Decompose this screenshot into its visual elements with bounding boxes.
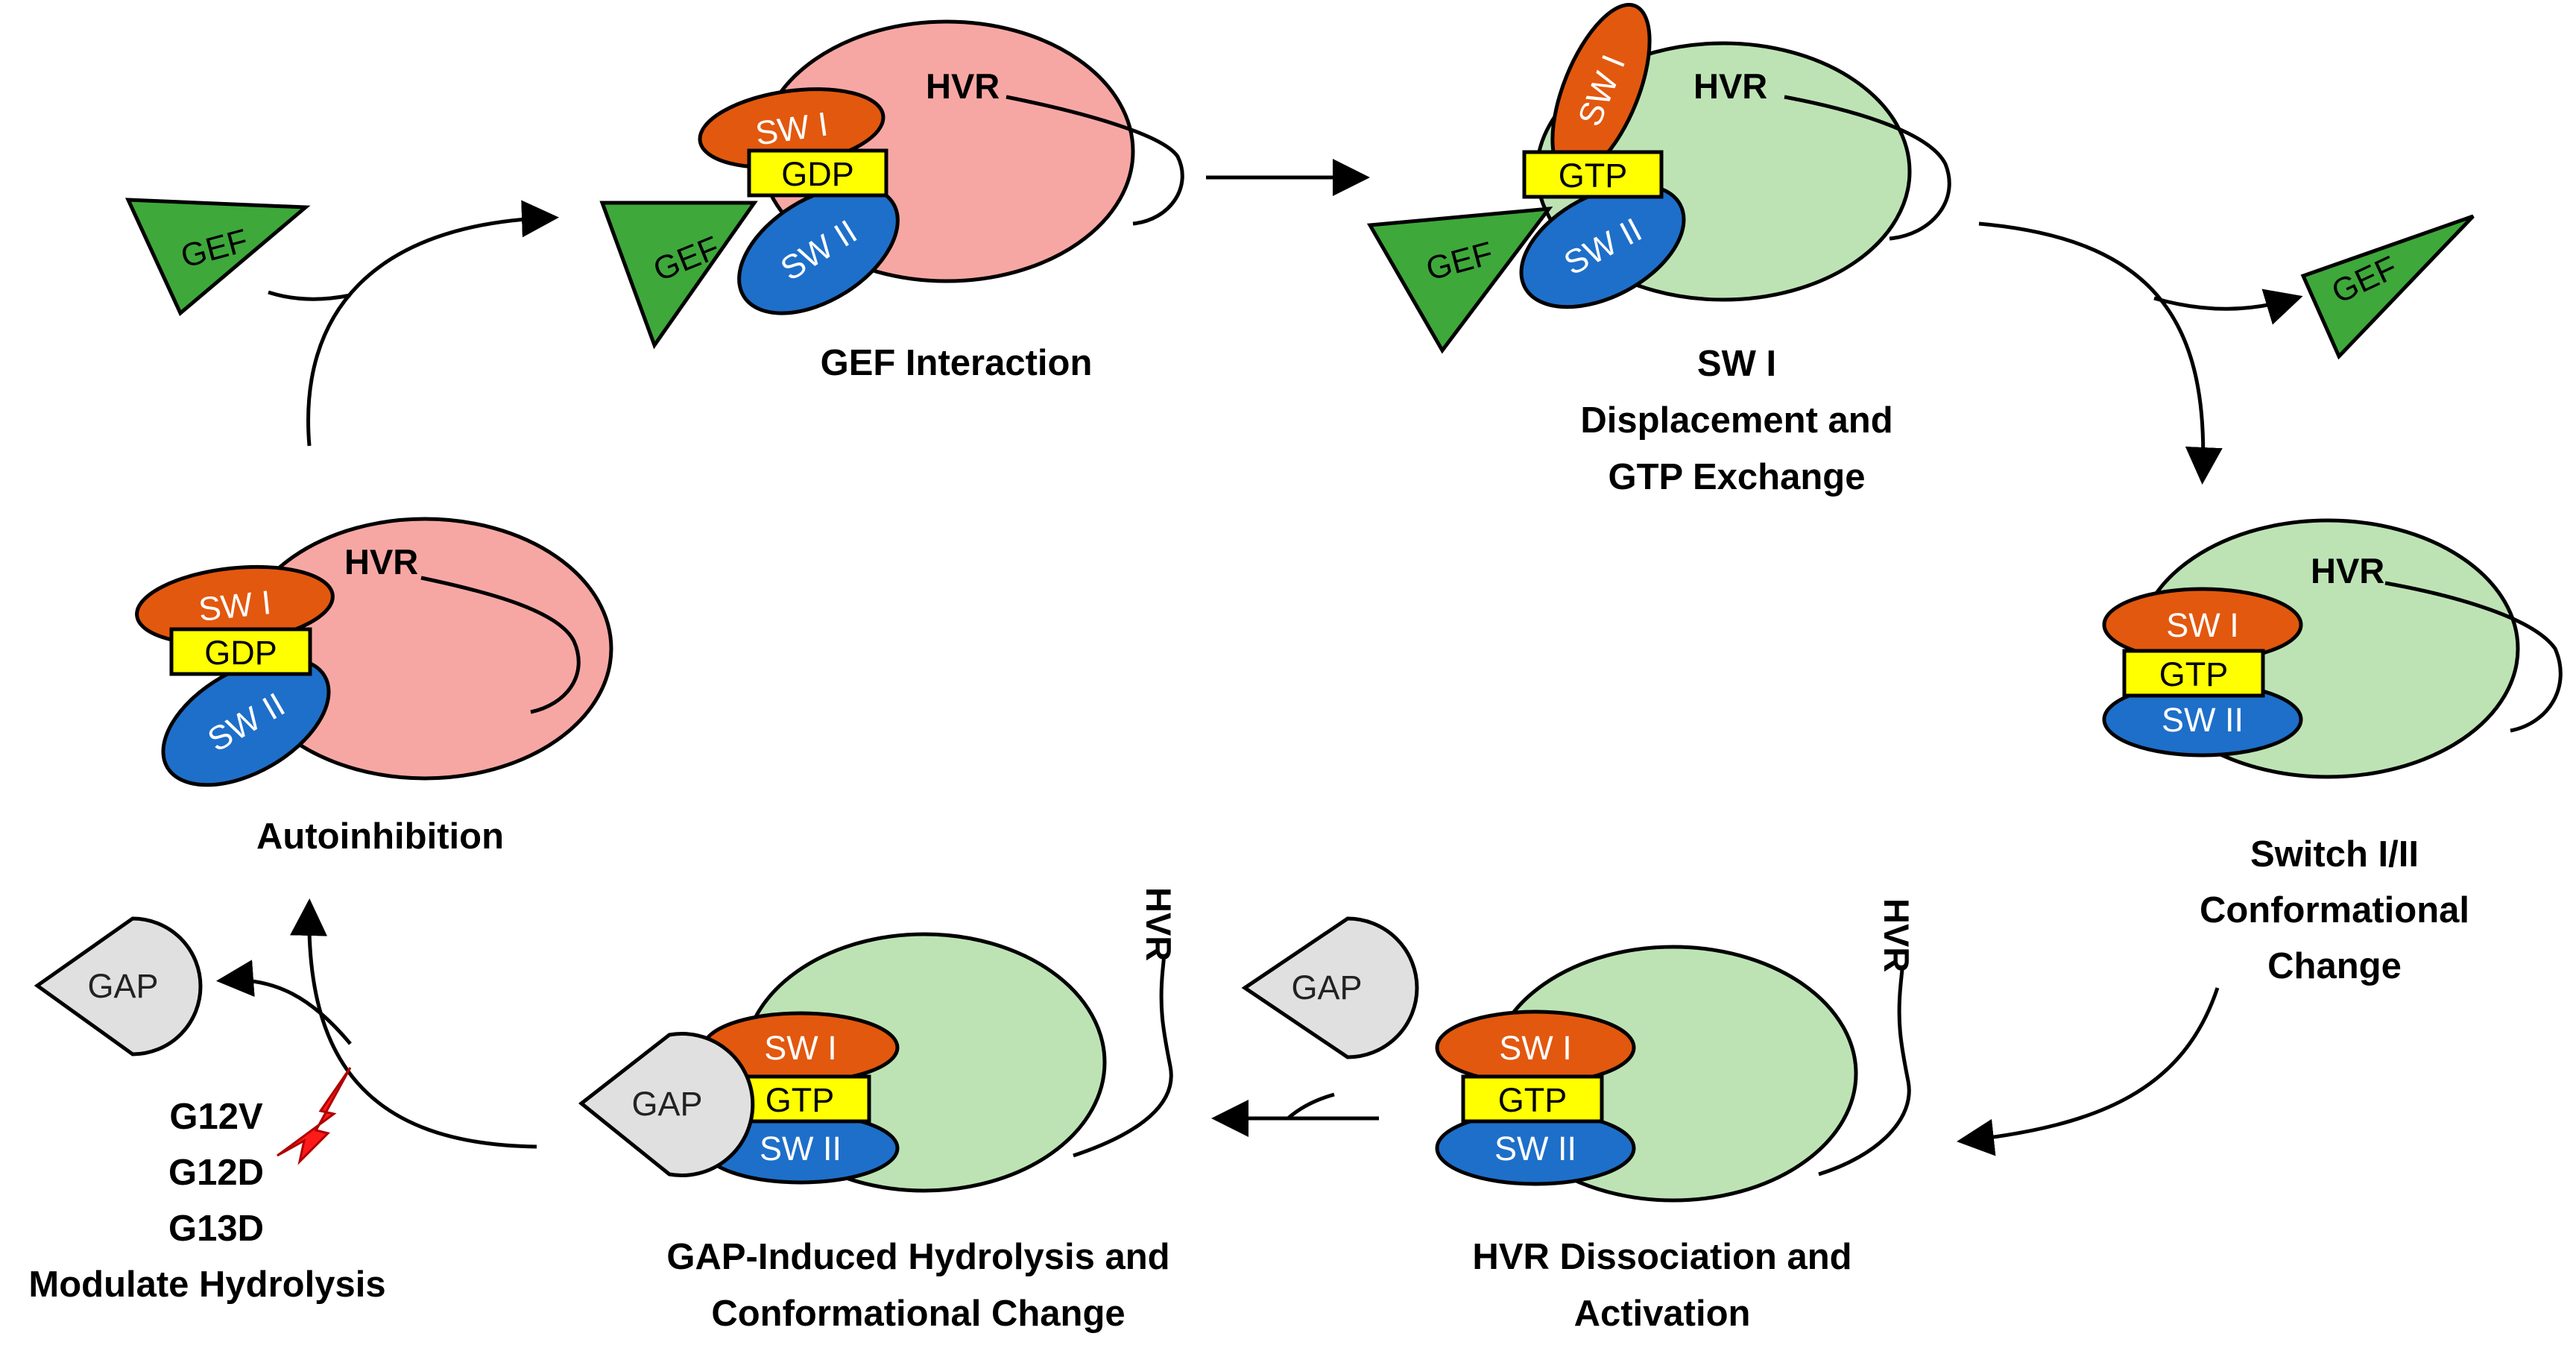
gap-shape [578,1032,755,1177]
nucleotide-box [747,148,888,198]
hvr-tail [420,576,581,714]
hvr-tail [1006,95,1184,226]
switch-one-label: SW I [1499,1029,1572,1067]
state-caption-line-2: Conformational [2200,890,2469,930]
state-caption-line-2: Conformational Change [711,1294,1125,1334]
hvr-label: HVR [344,542,418,582]
arrow-gap-release [216,960,352,1045]
mutation-g12v: G12V [169,1097,263,1137]
hvr-tail [1784,95,1951,241]
arrow-gef-release [2153,289,2303,325]
state-hvr-dissociation: HVR SW I SW II GTP HVR Dissociation and … [1435,898,1916,1334]
state-caption-line-1: GAP-Induced Hydrolysis and [666,1237,1169,1277]
arrow-gap-to-autoinhibition [290,898,537,1149]
free-gap-outgoing: GAP [34,916,203,1056]
state-caption-line-2: Displacement and [1580,400,1892,441]
switch-one-label: SW I [764,1029,837,1067]
gap-label: GAP [631,1085,702,1123]
gef-triangle [2300,214,2475,360]
state-sw1-displacement: HVR SW I SW II GTP GEF SW I Displacement… [1366,2,1951,497]
switch-two-region [1519,183,1686,309]
gap-label: GAP [1291,968,1362,1007]
state-caption-line-3: Change [2267,946,2402,986]
hvr-label: HVR [2311,551,2384,590]
state-caption-line-1: Switch I/II [2250,834,2419,875]
switch-two-label: SW II [2162,701,2244,739]
nucleotide-box [169,627,312,676]
arrow-autoinhibition-to-gef [306,200,559,447]
nucleotide-box [1522,150,1664,199]
state-gef-interaction: HVR SW I SW II GDP GEF GEF Interaction [599,19,1184,383]
mutation-g12d: G12D [168,1153,264,1193]
switch-one-label: SW I [197,583,273,629]
gap-shape [34,916,203,1056]
lightning-bolt-icon [277,1067,352,1165]
state-caption: Autoinhibition [256,816,504,857]
arrow-displacement-to-switch [1978,221,2223,485]
arrow-switch-to-hvr [1957,987,2220,1156]
nucleotide-box [1461,1074,1604,1124]
hvr-tail [1073,954,1173,1158]
nucleotide-label: GTP [765,1081,835,1119]
hvr-label: HVR [926,66,1000,106]
state-caption: GEF Interaction [821,343,1093,383]
switch-two-label: SW II [1494,1130,1576,1168]
free-gap-incoming: GAP [1241,916,1419,1059]
nucleotide-label: GTP [2159,655,2229,693]
mutation-effect: Modulate Hydrolysis [28,1264,385,1305]
nucleotide-box [2122,649,2265,698]
nucleotide-label: GTP [1559,157,1628,195]
state-caption-line-2: Activation [1574,1294,1751,1334]
arrow-gef-join [268,290,351,301]
switch-one-label: SW I [2166,606,2239,644]
nucleotide-label: GTP [1498,1081,1568,1119]
mutation-annotation: G12V G12D G13D Modulate Hydrolysis [28,1067,386,1305]
arrow-gap-join [1287,1092,1335,1120]
state-caption-line-3: GTP Exchange [1609,457,1866,497]
state-caption-line-1: HVR Dissociation and [1472,1237,1852,1277]
state-switch-conformational-change: HVR SW I SW II GTP Switch I/II Conformat… [2102,518,2563,986]
state-autoinhibition: HVR SW I SW II GDP Autoinhibition [135,517,613,857]
mutation-g13d: G13D [168,1209,264,1249]
free-gef-incoming: GEF [125,198,311,317]
nucleotide-label: GDP [204,634,277,672]
hvr-label: HVR [1693,66,1767,106]
gap-label: GAP [87,967,158,1005]
switch-two-region [161,656,331,787]
hvr-tail [1818,968,1911,1177]
state-caption-line-1: SW I [1697,344,1776,384]
hvr-label: HVR [1139,887,1178,961]
state-gap-hydrolysis: HVR SW I SW II GTP GAP GAP-Induced Hydro… [578,887,1178,1334]
gap-shape [1241,916,1419,1059]
nucleotide-label: GDP [781,155,854,193]
gef-triangle [125,198,311,317]
cycle-arrows [216,159,2303,1156]
switch-two-region [737,184,900,315]
gef-triangle [599,201,758,350]
hvr-tail [2384,581,2563,733]
gef-triangle [1366,206,1553,354]
hvr-label: HVR [1877,898,1916,972]
free-gef-outgoing: GEF [2300,214,2475,360]
switch-two-label: SW II [760,1130,842,1168]
